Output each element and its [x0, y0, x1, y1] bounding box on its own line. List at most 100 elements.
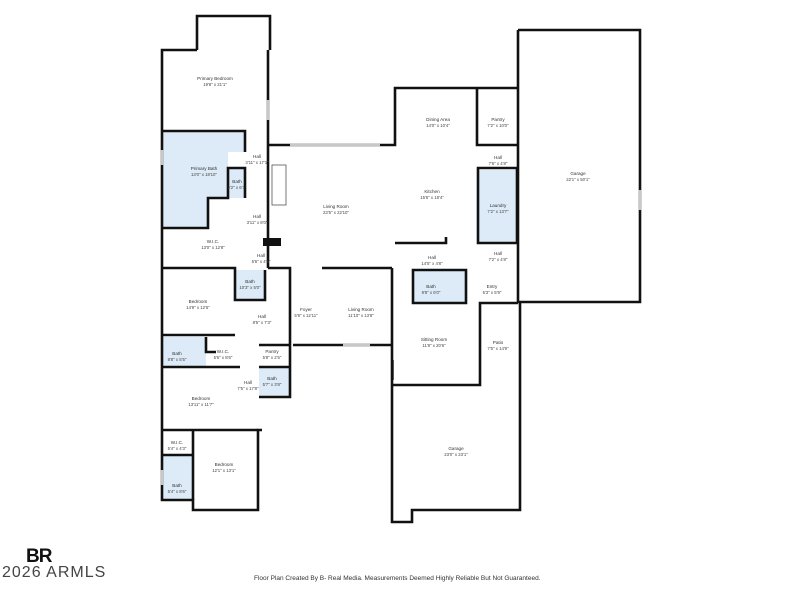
room-name: Primary Bedroom — [197, 76, 233, 81]
room-dimensions: 11'10" x 13'8" — [348, 313, 374, 318]
room-dimensions: 7'2" x 13'7" — [487, 209, 509, 214]
room-name: Bath — [172, 483, 182, 488]
floor-plan-credit: Floor Plan Created By B- Real Media. Mea… — [254, 575, 541, 582]
room-dimensions: 7'2" x 4'8" — [489, 257, 508, 262]
room-dimensions: 10'3" x 5'0" — [239, 285, 261, 290]
room-dimensions: 7'5" x 17'8" — [237, 386, 259, 391]
room-name: Hall — [253, 214, 261, 219]
room-dimensions: 3'11" x 8'0" — [247, 220, 268, 225]
room-dimensions: 5'4" x 8'6" — [168, 489, 187, 494]
room-name: Bath — [232, 179, 242, 184]
room-name: Sitting Room — [421, 337, 447, 342]
room-name: Bath — [172, 351, 182, 356]
room-dimensions: 14'9" x 12'5" — [186, 305, 210, 310]
room-name: Entry — [487, 284, 498, 289]
room-name: Living Room — [323, 204, 349, 209]
room-name: Patio — [493, 340, 504, 345]
room-name: Hall — [494, 155, 502, 160]
room-dimensions: 5'6" x 4'6" — [252, 259, 271, 264]
room-dimensions: 5'8" x 2'5" — [263, 355, 282, 360]
room-dimensions: 3'11" x 17'1" — [245, 160, 269, 165]
room-name: Hall — [494, 251, 502, 256]
brand-logo: BR — [26, 546, 52, 567]
room-name: Garage — [570, 171, 586, 176]
room-dimensions: 9'8" x 6'0" — [422, 290, 441, 295]
room-dimensions: 22'1" x 50'1" — [566, 177, 590, 182]
room-wic: W.I.C.13'0" x 12'8" — [201, 239, 225, 250]
room-name: Bedroom — [192, 396, 211, 401]
room-dimensions: 8'8" x 5'5" — [168, 357, 187, 362]
room-wic: W.I.C.5'4" x 4'3" — [168, 440, 187, 451]
room-name: Pantry — [491, 117, 505, 122]
room-dimensions: 3'2" x 6'1" — [228, 185, 247, 190]
room-dimensions: 7'2" x 10'0" — [487, 123, 509, 128]
walls — [160, 14, 642, 524]
room-name: Dining Area — [426, 117, 450, 122]
room-name: Bedroom — [215, 462, 234, 467]
room-dimensions: 11'8" x 20'6" — [422, 343, 446, 348]
room-name: Hall — [253, 154, 261, 159]
room-name: Bath — [245, 279, 255, 284]
room-name: Bath — [426, 284, 436, 289]
copyright-watermark: 2026 ARMLS — [2, 564, 107, 581]
fireplace — [263, 164, 287, 246]
room-dimensions: 7'6" x 4'8" — [489, 161, 508, 166]
room-dimensions: 7'5" x 14'9" — [487, 346, 509, 351]
wet-room-fills — [162, 131, 517, 500]
room-dimensions: 5'7" x 3'8" — [263, 382, 282, 387]
windows — [160, 100, 642, 485]
room-name: Kitchen — [424, 189, 440, 194]
room-name: W.I.C. — [171, 440, 184, 445]
room-name: Primary Bath — [191, 166, 218, 171]
room-name: Garage — [448, 446, 464, 451]
room-dimensions: 23'5" x 22'10" — [323, 210, 349, 215]
room-name: Hall — [258, 314, 266, 319]
room-name: W.I.C. — [217, 349, 230, 354]
room-dimensions: 15'6" x 18'4" — [420, 195, 444, 200]
room-name: Hall — [244, 380, 252, 385]
room-name: W.I.C. — [207, 239, 220, 244]
room-dimensions: 8'5" x 7'3" — [253, 320, 272, 325]
room-name: Hall — [257, 253, 265, 258]
room-name: Living Room — [348, 307, 374, 312]
room-name: Bedroom — [189, 299, 208, 304]
room-dimensions: 5'4" x 4'3" — [168, 446, 187, 451]
room-name: Hall — [428, 255, 436, 260]
room-dimensions: 5'3" x 5'9" — [483, 290, 502, 295]
room-dimensions: 5'9" x 12'11" — [294, 313, 318, 318]
room-dimensions: 19'8" x 21'1" — [203, 82, 227, 87]
room-dimensions: 23'0" x 23'1" — [444, 452, 468, 457]
room-dimensions: 13'0" x 18'10" — [191, 172, 217, 177]
room-dimensions: 13'11" x 11'7" — [188, 402, 214, 407]
room-dimensions: 14'0" x 10'4" — [426, 123, 450, 128]
